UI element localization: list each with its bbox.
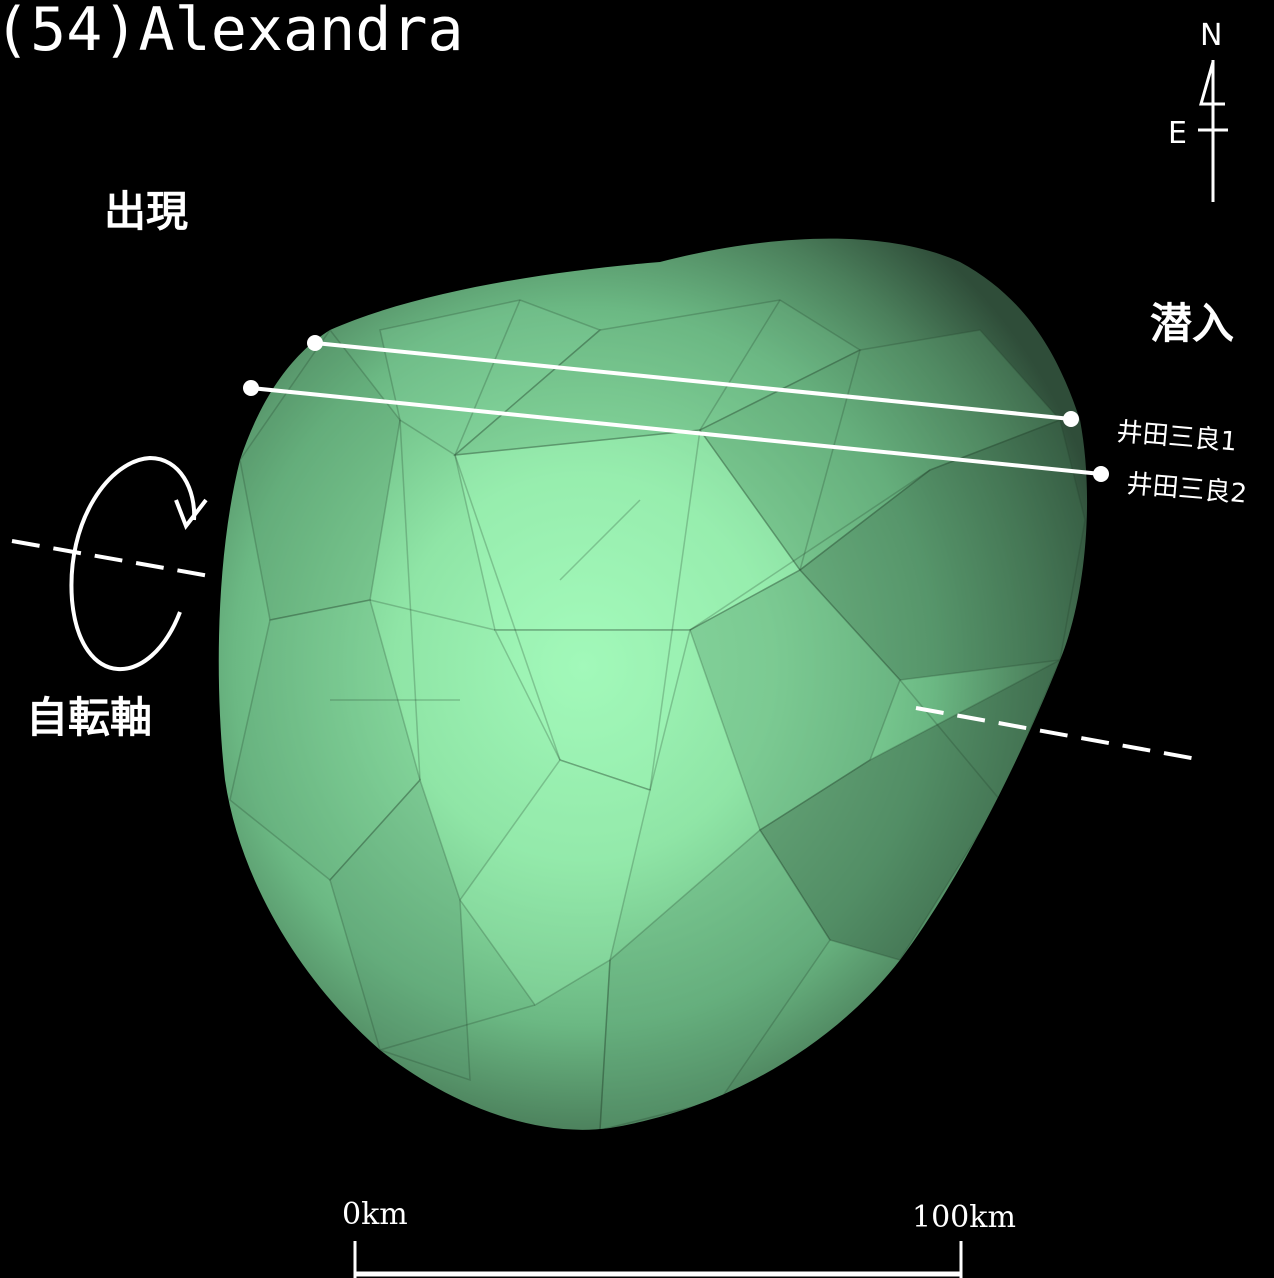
chord-line — [250, 386, 1102, 476]
appearance-label: 出現 — [104, 187, 188, 236]
scale-end-label: 100km — [912, 1200, 1016, 1235]
rotation-axis-right-dash — [915, 706, 1203, 762]
scale-bar: 0km 100km — [342, 1197, 1016, 1278]
chord-end-point — [1063, 411, 1079, 427]
chord-observer-label: 井田三良1 — [1115, 417, 1238, 457]
rotation-arrow-head-icon — [174, 498, 208, 531]
rotation-arrow-icon — [69, 455, 197, 671]
scale-start-label: 0km — [342, 1197, 408, 1232]
disappearance-label: 潜入 — [1150, 299, 1234, 348]
east-label: E — [1168, 116, 1187, 151]
north-label: N — [1200, 18, 1222, 53]
rotation-axis-label: 自転軸 — [26, 693, 152, 742]
chord-observer-label: 井田三良2 — [1125, 469, 1248, 509]
rotation-axis-left-dash — [11, 539, 216, 579]
chord-end-point — [1093, 466, 1109, 482]
chord-start-point — [307, 335, 323, 351]
compass: N E — [1168, 18, 1228, 202]
chord-line — [314, 341, 1072, 421]
diagram-title: (54)Alexandra — [0, 0, 464, 65]
chord-start-point — [243, 380, 259, 396]
north-arrow-icon — [1199, 61, 1225, 106]
rotation-axis: 自転軸 — [11, 455, 1203, 762]
